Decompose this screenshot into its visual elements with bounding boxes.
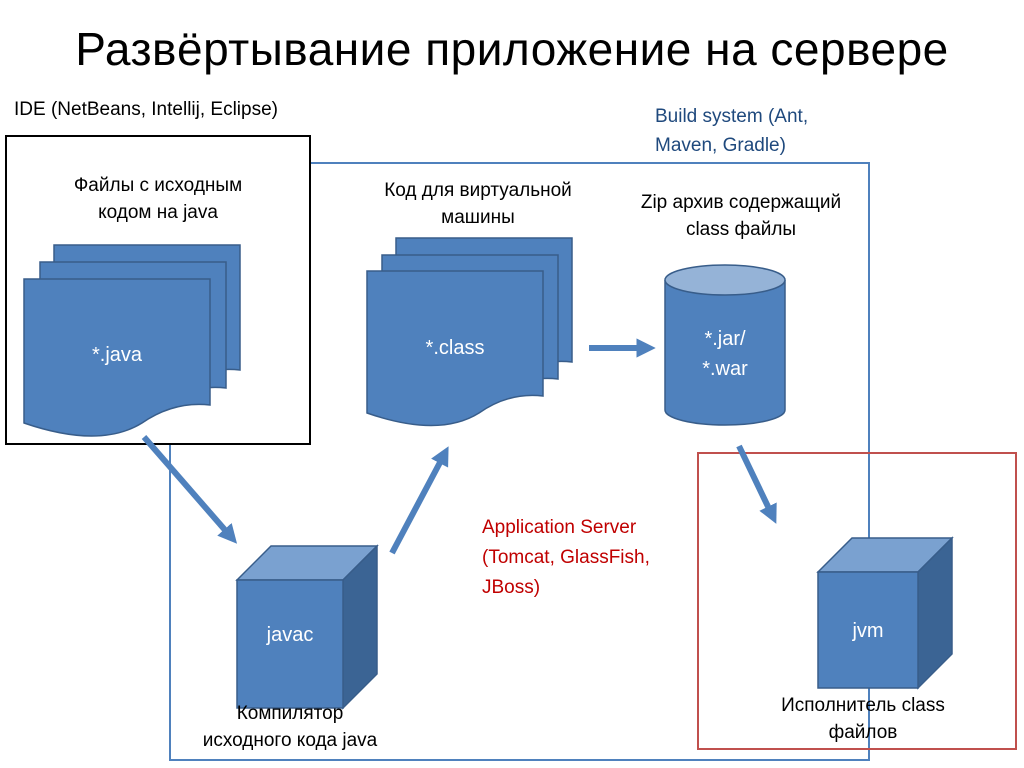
java-files-icon [23, 244, 241, 437]
class-files-caption-line2: машины [441, 207, 515, 228]
arrow-archive-to-jvm [736, 444, 777, 524]
build-system-label: Build system (Ant, Maven, Gradle) [655, 102, 808, 160]
ide-label: IDE (NetBeans, Intellij, Eclipse) [14, 99, 278, 120]
page-title: Развёртывание приложение на сервере [75, 23, 949, 75]
class-files-icon [366, 237, 573, 427]
jvm-caption-line2: файлов [828, 722, 898, 743]
build-system-label-line2: Maven, Gradle) [655, 135, 786, 156]
app-server-frame [697, 452, 1017, 750]
compiler-caption-line1: Компилятор [236, 703, 344, 724]
compiler-caption: Компилятор исходного кода java [160, 700, 420, 754]
archive-text: *.jar/ *.war [665, 324, 785, 384]
archive-text-line2: *.war [702, 358, 748, 380]
app-server-label-line3: JBoss) [482, 577, 541, 598]
class-files-text: *.class [425, 337, 485, 359]
jvm-text: jvm [852, 620, 884, 642]
jvm-caption: Исполнитель class файлов [732, 692, 994, 746]
app-server-label-line2: (Tomcat, GlassFish, [482, 547, 650, 568]
app-server-label: Application Server (Tomcat, GlassFish, J… [482, 513, 650, 603]
source-files-caption-line1: Файлы с исходным [73, 175, 243, 196]
javac-text: javac [266, 624, 314, 646]
source-files-caption-line2: кодом на java [98, 202, 218, 223]
arrow-java-to-javac [141, 435, 238, 544]
build-system-frame [169, 162, 870, 761]
class-files-caption-line1: Код для виртуальной [384, 180, 572, 201]
compiler-caption-line2: исходного кода java [202, 730, 378, 751]
archive-caption-line2: class файлы [685, 219, 797, 240]
arrow-javac-to-class [389, 446, 449, 555]
jvm-cube-icon [816, 536, 954, 690]
archive-text-line1: *.jar/ [704, 328, 746, 350]
archive-cylinder-icon [664, 264, 786, 426]
app-server-label-line1: Application Server [482, 517, 637, 538]
build-system-label-line1: Build system (Ant, [655, 106, 809, 127]
jvm-caption-line1: Исполнитель class [781, 695, 945, 716]
archive-caption: Zip архив содержащий class файлы [610, 189, 872, 243]
source-files-caption: Файлы с исходным кодом на java [6, 172, 310, 226]
class-files-caption: Код для виртуальной машины [348, 177, 608, 231]
javac-cube-icon [235, 544, 379, 710]
archive-caption-line1: Zip архив содержащий [640, 192, 842, 213]
java-files-text: *.java [91, 344, 143, 366]
